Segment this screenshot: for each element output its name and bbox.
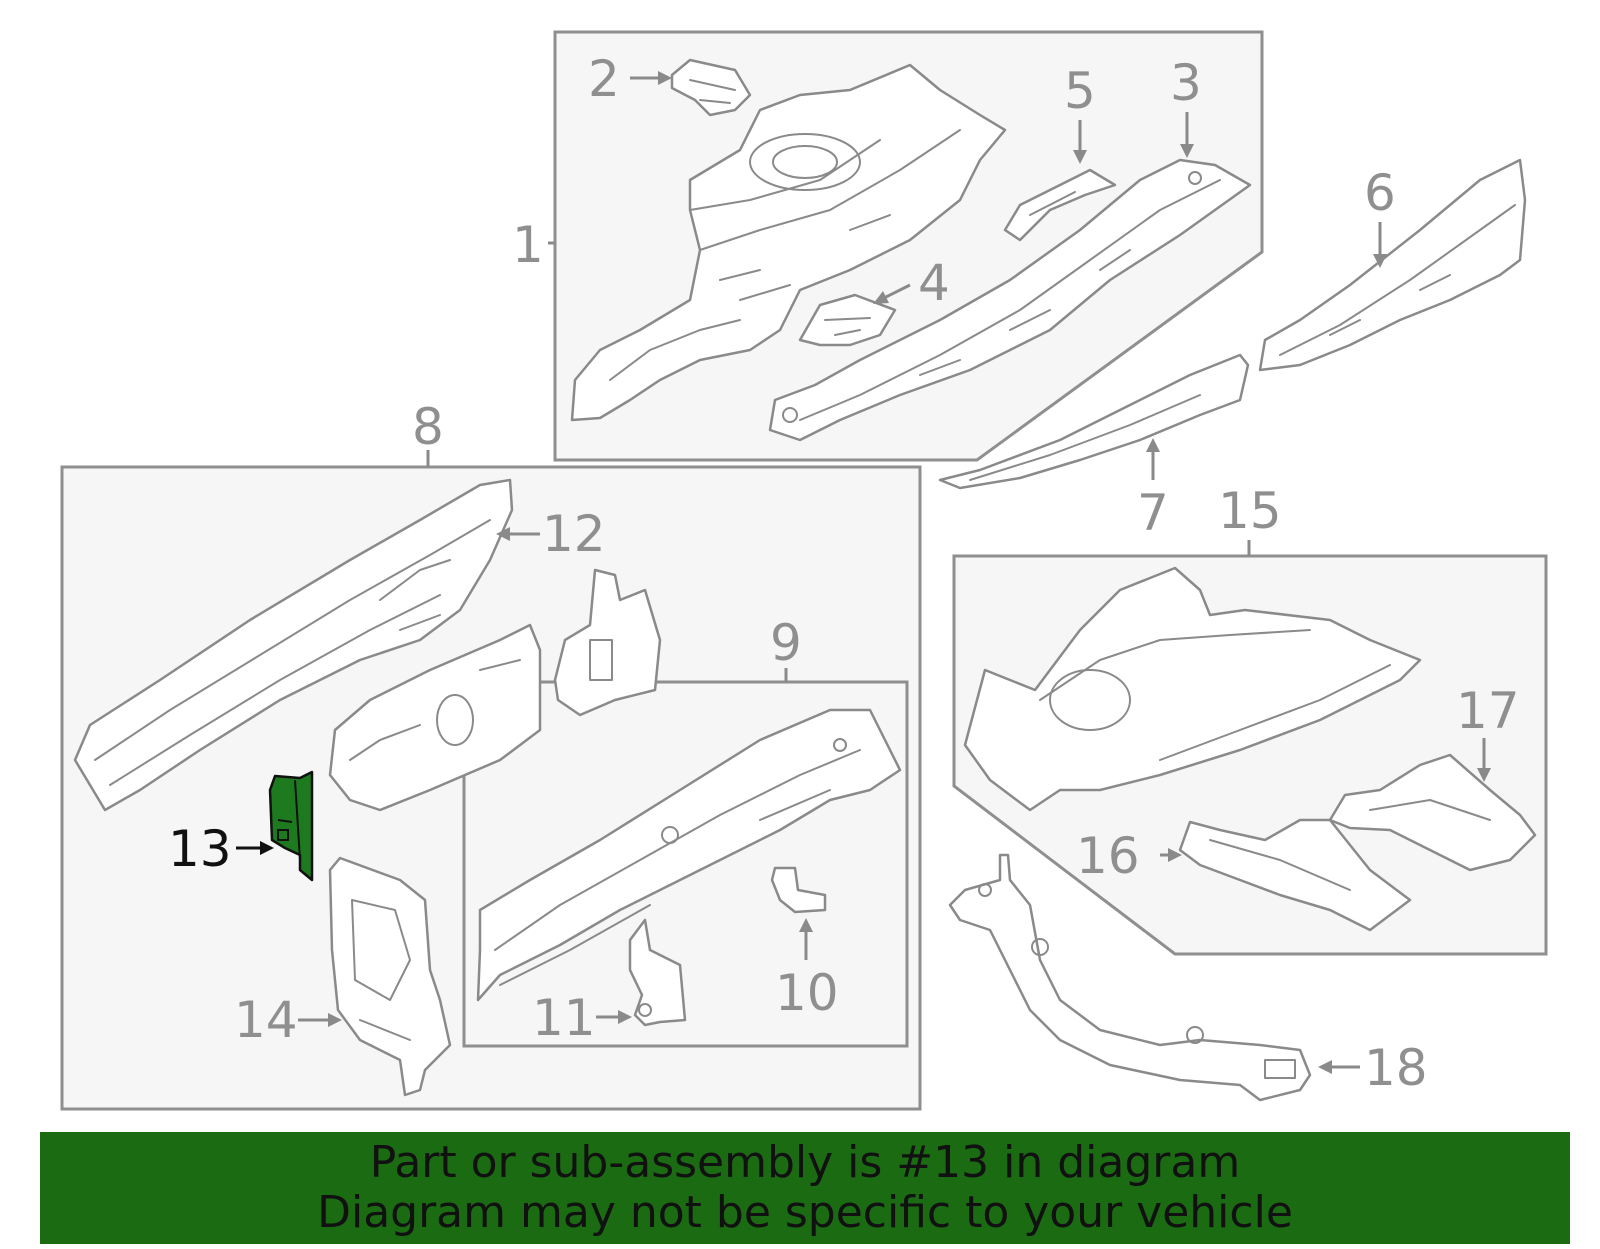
callout-10: 10 [775, 964, 839, 1022]
callout-1: 1 [512, 216, 544, 274]
callout-17: 17 [1456, 682, 1520, 740]
callout-2: 2 [588, 50, 620, 108]
part-18-crossmember [948, 853, 1312, 1102]
part-9-frame-rail [476, 708, 902, 1002]
callout-15: 15 [1218, 482, 1282, 540]
callout-18: 18 [1364, 1039, 1428, 1097]
callout-14: 14 [234, 991, 298, 1049]
callout-11: 11 [532, 989, 596, 1047]
part-10-bracket [770, 866, 827, 914]
part-7-rail [938, 353, 1250, 490]
banner-line-part-number: Part or sub-assembly is #13 in diagram [369, 1137, 1241, 1188]
part-14-panel [328, 856, 452, 1097]
part-unnumbered-panel [328, 623, 542, 812]
part-notice-banner: Part or sub-assembly is #13 in diagram D… [40, 1132, 1570, 1244]
part-17-bracket [1328, 753, 1537, 872]
callout-12: 12 [542, 505, 606, 563]
part-5-bracket [1003, 168, 1117, 242]
part-11-bracket [628, 918, 687, 1027]
part-16-bracket [1178, 818, 1412, 932]
callout-8: 8 [412, 398, 444, 456]
callout-5: 5 [1064, 62, 1096, 120]
part-13-bracket-highlighted [268, 770, 314, 882]
callout-4: 4 [918, 254, 950, 312]
part-unnumbered-tower [553, 568, 662, 717]
parts-diagram: 1 2 3 4 5 6 7 8 9 10 11 12 13 14 15 16 1… [60, 30, 1548, 1111]
callout-9: 9 [770, 614, 802, 672]
part-2-bracket [670, 58, 752, 117]
callout-13-highlighted: 13 [168, 820, 232, 878]
callout-3: 3 [1170, 54, 1202, 112]
part-15-rear-floor [963, 566, 1422, 812]
callout-labels: 1 2 3 4 5 6 7 8 9 10 11 12 13 14 15 16 1… [168, 50, 1520, 1097]
banner-line-disclaimer: Diagram may not be specific to your vehi… [317, 1187, 1293, 1238]
part-3-rail [768, 158, 1252, 442]
part-6-rail [1258, 158, 1527, 372]
callout-6: 6 [1364, 164, 1396, 222]
callout-16: 16 [1076, 827, 1140, 885]
part-4-bracket [798, 293, 897, 347]
part-1-floor-pan [570, 63, 1007, 422]
callout-7: 7 [1137, 484, 1169, 542]
leader-lines [236, 71, 1491, 1074]
